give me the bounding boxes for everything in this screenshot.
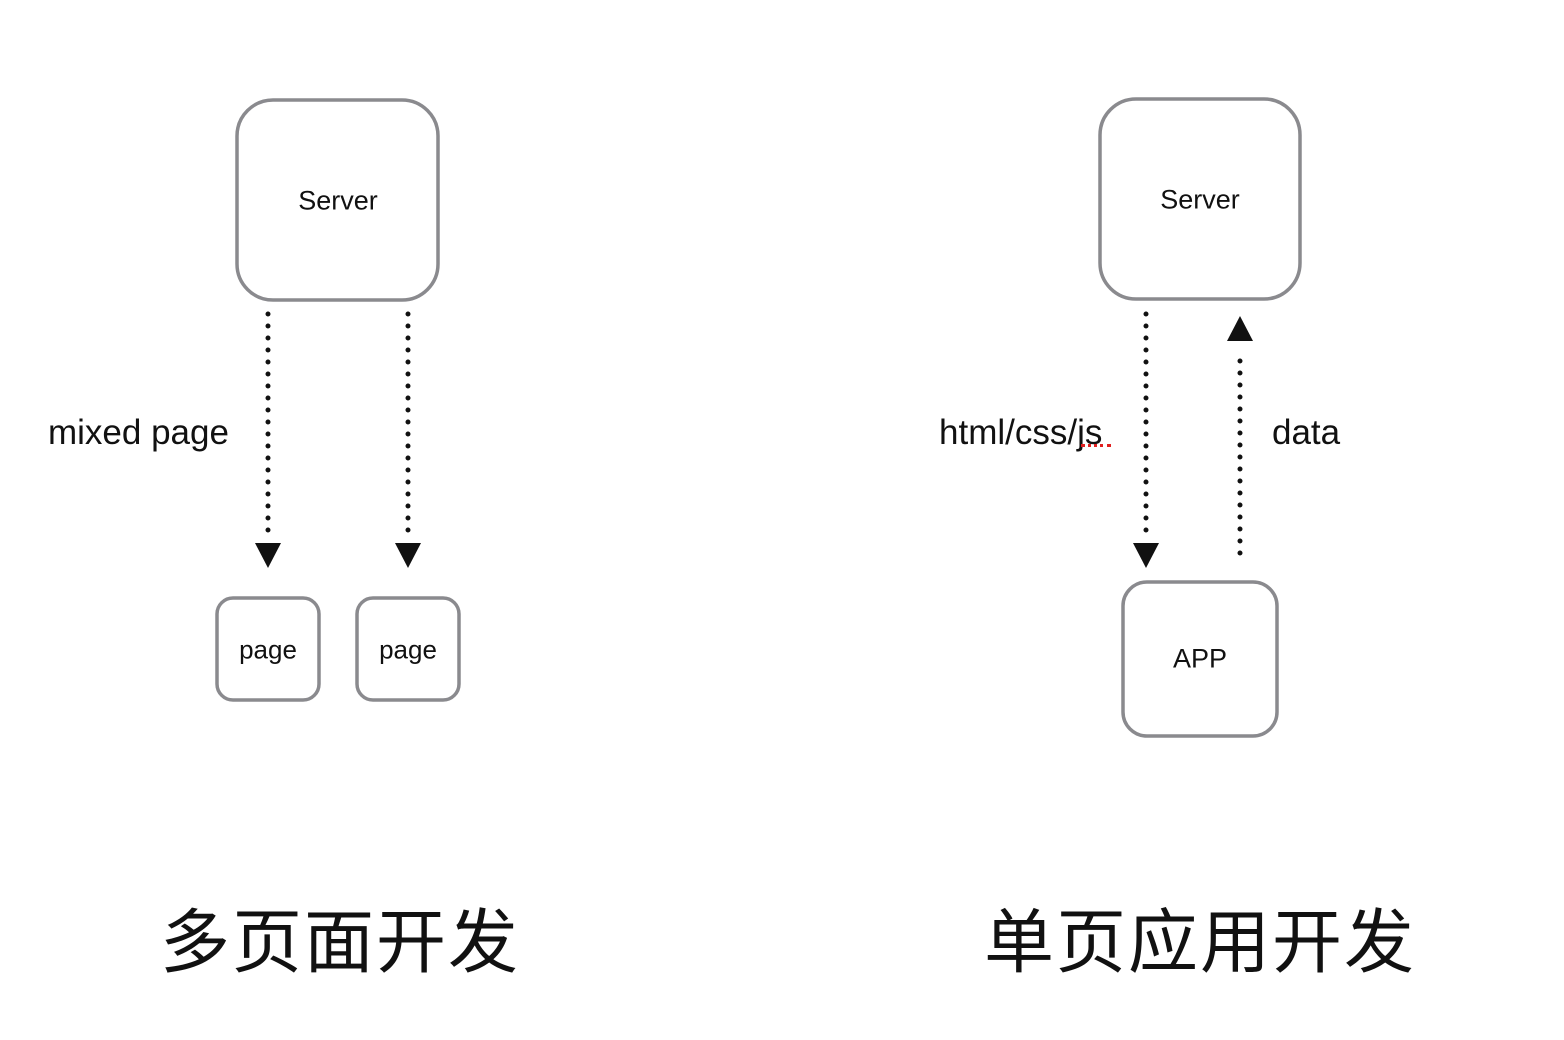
multi-edge-label: mixed page — [48, 413, 229, 452]
multi-page-box-1 — [215, 596, 321, 702]
spellcheck-underline — [1081, 444, 1111, 447]
multi-page-label-2: page — [379, 634, 437, 665]
multi-page-label-1: page — [239, 634, 297, 665]
multi-arrow-right-head — [395, 543, 421, 568]
spa-down-edge-label: html/css/js — [939, 413, 1103, 452]
spa-arrow-down-head — [1133, 543, 1159, 568]
multi-server-label: Server — [298, 185, 378, 216]
spa-arrow-up-head — [1227, 316, 1253, 341]
spa-server-label: Server — [1160, 184, 1240, 215]
spa-up-edge-label: data — [1272, 413, 1341, 452]
multi-page-caption: 多页面开发 — [160, 901, 520, 984]
multi-server-box — [235, 98, 440, 302]
spa-server-box — [1098, 97, 1302, 301]
spa-caption: 单页应用开发 — [984, 901, 1416, 984]
multi-arrow-left-head — [255, 543, 281, 568]
multi-page-box-2 — [355, 596, 461, 702]
spa-app-box — [1121, 580, 1279, 738]
spa-app-label: APP — [1172, 643, 1228, 674]
